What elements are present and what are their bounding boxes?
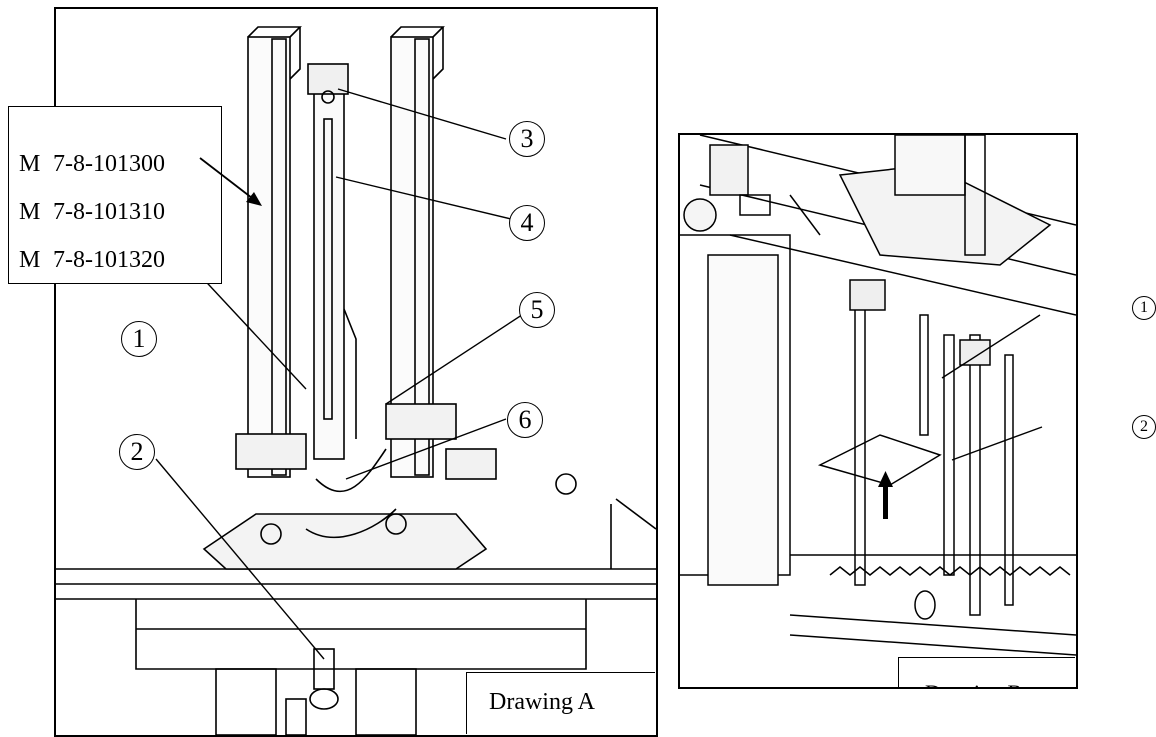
drawing-a-callout-6: 6 xyxy=(507,402,543,438)
drawing-a-callout-5: 5 xyxy=(519,292,555,328)
drawing-b-panel: Drawing B xyxy=(678,133,1078,689)
model-row-1: M 7-8-101300 xyxy=(19,151,165,178)
model-row-2: M 7-8-101310 xyxy=(19,199,165,226)
model-row-3: M 7-8-101320 xyxy=(19,247,165,274)
model-prefix: M xyxy=(19,199,41,225)
model-code: 7-8-101310 xyxy=(53,199,165,225)
drawing-a-illustration xyxy=(56,26,656,735)
model-code: 7-8-101300 xyxy=(53,151,165,177)
drawing-b-callout-2: 2 xyxy=(1132,415,1156,439)
up-arrow-icon xyxy=(878,471,893,519)
drawing-b-label: Drawing B xyxy=(898,657,1075,687)
model-code: 7-8-101320 xyxy=(53,247,165,273)
drawing-a-callout-1: 1 xyxy=(121,321,157,357)
drawing-b-label-text: Drawing B xyxy=(925,680,1022,687)
model-number-box: M 7-8-101300 M 7-8-101310 M 7-8-101320 xyxy=(8,106,222,284)
model-prefix: M xyxy=(19,151,41,177)
drawing-a-label-text: Drawing A xyxy=(489,689,595,715)
drawing-b-illustration xyxy=(680,135,1076,656)
drawing-a-callout-3: 3 xyxy=(509,121,545,157)
drawing-a-callout-2: 2 xyxy=(119,434,155,470)
drawing-a-label: Drawing A xyxy=(466,672,655,734)
drawing-b-callout-1: 1 xyxy=(1132,296,1156,320)
model-prefix: M xyxy=(19,247,41,273)
drawing-a-callout-4: 4 xyxy=(509,205,545,241)
